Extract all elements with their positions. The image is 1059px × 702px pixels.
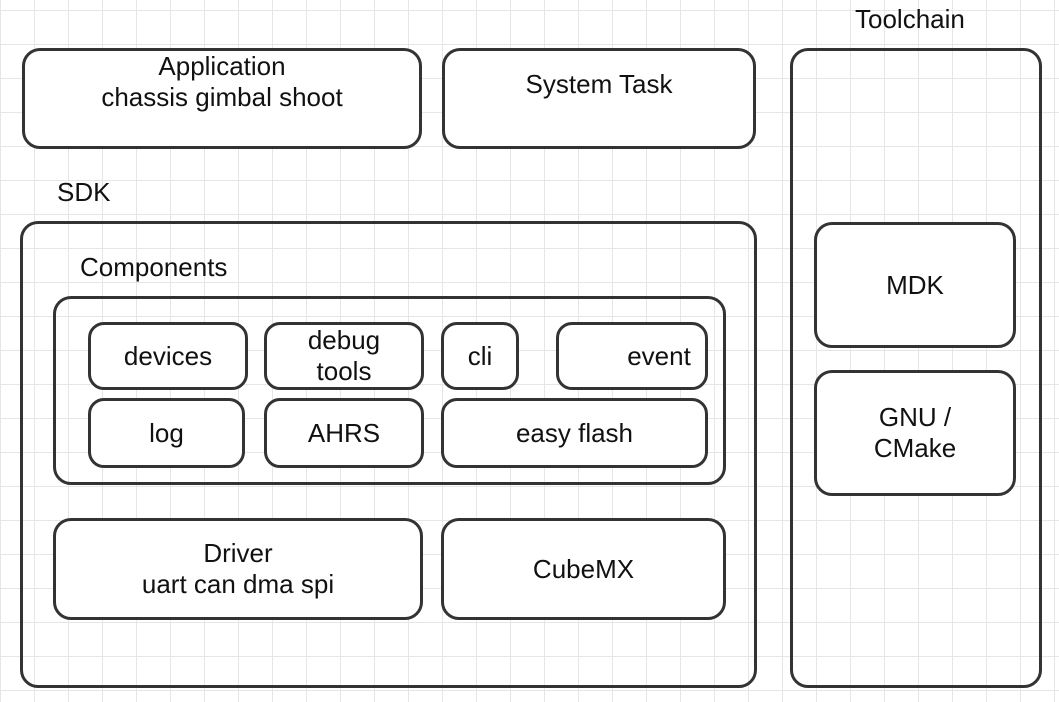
system-task-label: System Task — [525, 69, 673, 99]
system-task-box: System Task — [442, 48, 756, 149]
easy-flash-box: easy flash — [441, 398, 708, 468]
cubemx-label: CubeMX — [532, 553, 635, 584]
toolchain-title: Toolchain — [855, 4, 965, 34]
application-modules: chassis gimbal shoot — [101, 81, 343, 112]
components-title: Components — [80, 252, 228, 282]
ahrs-label: AHRS — [307, 417, 381, 448]
driver-box: Driver uart can dma spi — [53, 518, 423, 620]
gnu-cmake-box: GNU / CMake — [814, 370, 1016, 496]
driver-modules: uart can dma spi — [141, 569, 335, 599]
application-box: Application chassis gimbal shoot — [22, 48, 422, 149]
log-label: log — [149, 417, 184, 448]
debug-tools-line2: tools — [316, 356, 372, 386]
cli-label: cli — [467, 340, 493, 371]
toolchain-box — [790, 48, 1042, 688]
easy-flash-label: easy flash — [515, 417, 634, 448]
log-box: log — [88, 398, 245, 468]
mdk-box: MDK — [814, 222, 1016, 348]
ahrs-box: AHRS — [264, 398, 424, 468]
application-title: Application — [158, 51, 286, 81]
debug-tools-line1: debug — [307, 325, 381, 356]
sdk-box — [20, 221, 757, 688]
cli-box: cli — [441, 322, 519, 390]
debug-tools-box: debug tools — [264, 322, 424, 390]
components-box — [53, 296, 726, 485]
driver-title: Driver — [203, 538, 273, 569]
gnu-cmake-line2: CMake — [873, 433, 957, 463]
event-box: event — [556, 322, 708, 390]
cubemx-box: CubeMX — [441, 518, 726, 620]
gnu-cmake-line1: GNU / — [878, 402, 952, 433]
devices-box: devices — [88, 322, 248, 390]
sdk-title: SDK — [57, 177, 111, 207]
devices-label: devices — [123, 340, 213, 371]
mdk-label: MDK — [886, 269, 944, 300]
event-label: event — [627, 340, 691, 371]
